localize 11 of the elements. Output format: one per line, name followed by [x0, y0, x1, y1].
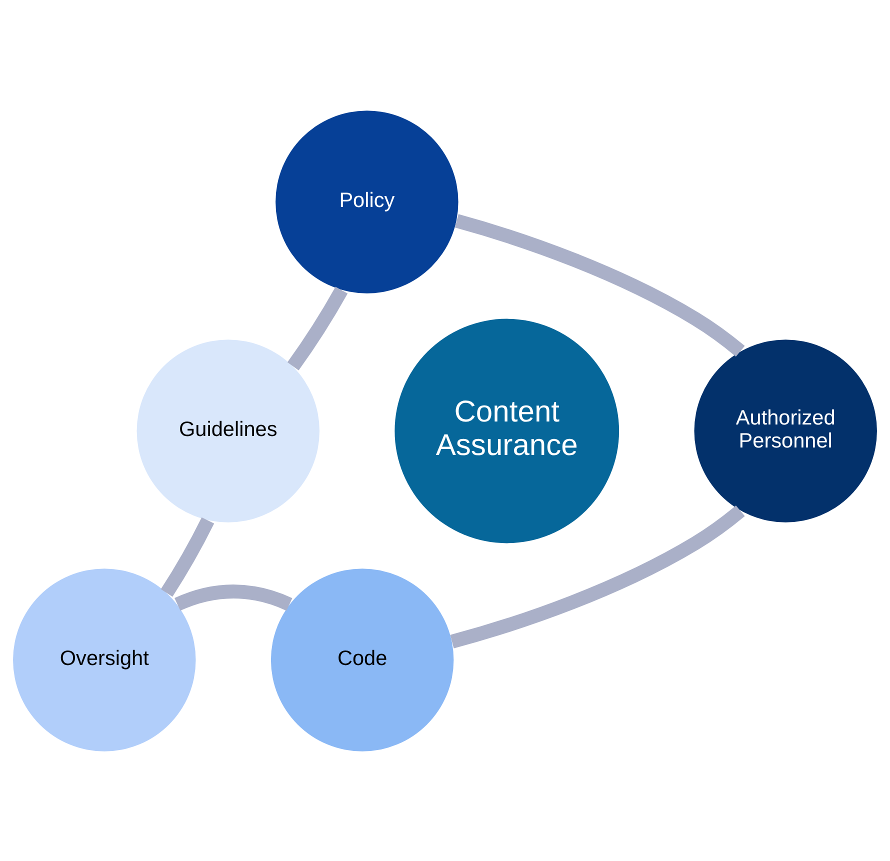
connector [174, 584, 292, 610]
node-circle: Oversight [13, 568, 196, 751]
connector [450, 504, 745, 648]
connector [454, 214, 745, 356]
node-circle: Content Assurance [394, 318, 620, 543]
node-circle: Guidelines [136, 339, 320, 522]
connector [287, 286, 348, 370]
connector [160, 516, 214, 596]
node-circle: Policy [276, 110, 458, 293]
node-circle: Authorized Personnel [694, 339, 877, 522]
node-circle: Code [270, 568, 454, 751]
